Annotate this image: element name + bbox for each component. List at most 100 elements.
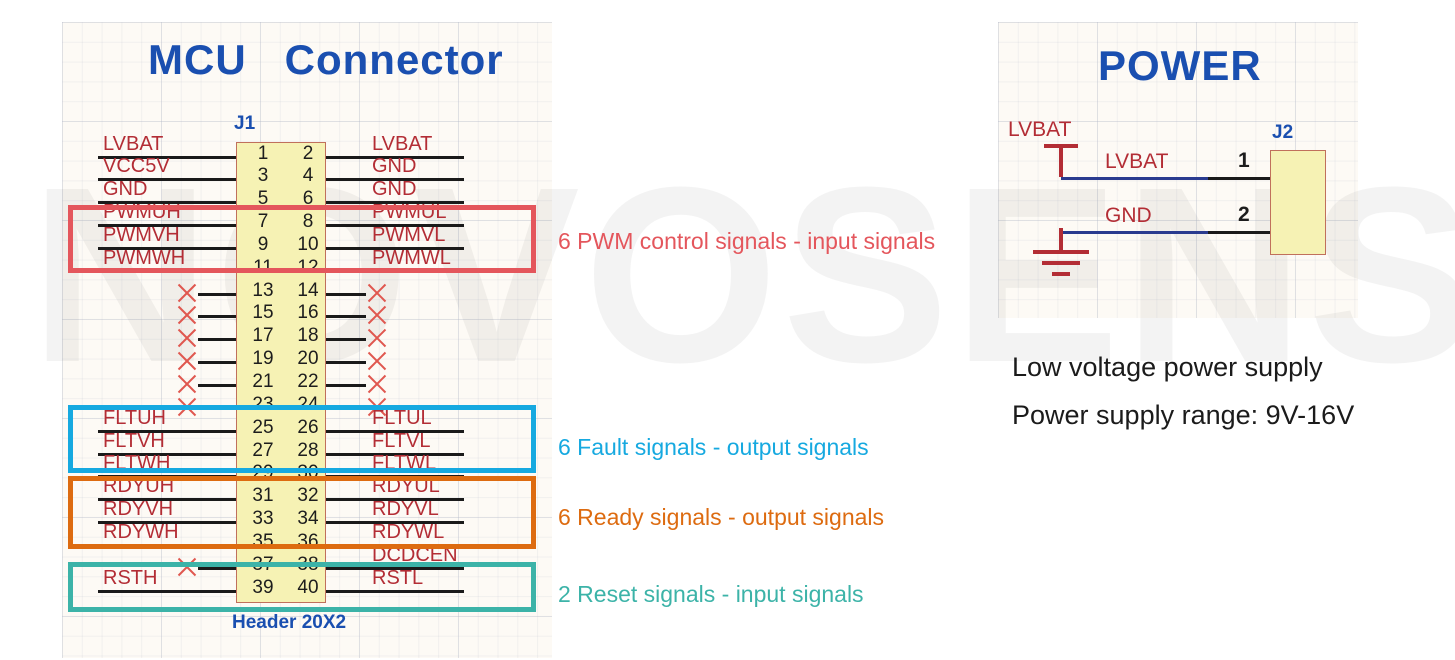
wire-pin-13 <box>198 292 236 296</box>
pin-number-25: 25 <box>252 416 274 438</box>
no-connect-x-icon-pin-17 <box>176 327 198 349</box>
wire-pin-4 <box>326 178 464 182</box>
no-connect-x-icon-pin-21 <box>176 373 198 395</box>
wire-pin-18 <box>326 338 366 342</box>
net-label-PWMWL: PWMWL <box>372 246 451 269</box>
pin-number-17: 17 <box>252 325 274 347</box>
no-connect-x-icon-pin-14 <box>366 282 388 304</box>
j2-pin-number-2: 2 <box>1238 203 1250 226</box>
wire-pin-7 <box>98 224 236 228</box>
net-label-DCDCEN: DCDCEN <box>372 543 458 566</box>
pin-number-40: 40 <box>297 576 319 598</box>
wire-pin-31 <box>98 498 236 502</box>
wire-pin-40 <box>326 589 464 593</box>
wire-pin-2 <box>326 155 464 159</box>
pin-number-10: 10 <box>297 233 319 255</box>
net-label-FLTVL: FLTVL <box>372 429 431 452</box>
pin-number-13: 13 <box>252 279 274 301</box>
signal-group-annotation-pwm: 6 PWM control signals - input signals <box>558 228 936 254</box>
j2-pin-number-1: 1 <box>1238 149 1250 172</box>
ground-symbol-icon <box>1033 228 1089 276</box>
no-connect-x-icon-pin-18 <box>366 327 388 349</box>
no-connect-x-icon-pin-15 <box>176 304 198 326</box>
pin-number-16: 16 <box>297 302 319 324</box>
pin-number-6: 6 <box>302 188 314 210</box>
pin-number-9: 9 <box>257 233 269 255</box>
pin-number-39: 39 <box>252 576 274 598</box>
wire-pin-22 <box>326 384 366 387</box>
pin-number-21: 21 <box>252 371 274 392</box>
net-label-GND: GND <box>372 178 417 201</box>
wire-pin-26 <box>326 429 464 433</box>
pin-number-7: 7 <box>257 211 269 233</box>
pin-number-15: 15 <box>252 302 274 324</box>
signal-group-box-ready <box>68 476 536 549</box>
wire-pin-15 <box>198 315 236 319</box>
wire-pin-1 <box>98 155 236 159</box>
pin-number-4: 4 <box>302 165 314 187</box>
j1-part-name-label: Header 20X2 <box>232 612 347 633</box>
signal-group-box-fault <box>68 405 536 473</box>
no-connect-x-icon-pin-22 <box>366 373 388 395</box>
power-description-line-2: Power supply range: 9V-16V <box>1012 400 1355 430</box>
pin-number-2: 2 <box>302 142 314 164</box>
net-label-RSTH: RSTH <box>103 566 158 589</box>
power-title: POWER <box>1098 42 1262 89</box>
pin-number-18: 18 <box>297 325 319 347</box>
net-label-FLTVH: FLTVH <box>103 429 165 452</box>
wire-pin-3 <box>98 178 236 182</box>
pin-number-5: 5 <box>257 188 269 210</box>
pin-number-27: 27 <box>252 439 274 461</box>
net-label-GND: GND <box>372 155 417 178</box>
pin-number-34: 34 <box>297 508 319 530</box>
wire-pin-14 <box>326 292 366 296</box>
wire-pin-27 <box>98 452 236 456</box>
pin-number-1: 1 <box>257 142 269 164</box>
wire-pin-5 <box>98 201 236 205</box>
wire-pin-32 <box>326 498 464 502</box>
power-wire-pin-1 <box>1208 177 1270 180</box>
pin-number-8: 8 <box>302 211 314 233</box>
net-label-RDYWL: RDYWL <box>372 520 445 543</box>
wire-pin-33 <box>98 521 236 525</box>
wire-pin-28 <box>326 452 464 456</box>
wire-pin-21 <box>198 384 236 387</box>
net-label-RDYVL: RDYVL <box>372 498 439 521</box>
power-net-label-LVBAT: LVBAT <box>1105 150 1169 173</box>
no-connect-x-icon-pin-20 <box>366 350 388 372</box>
j2-connector-body <box>1270 150 1326 255</box>
wire-pin-6 <box>326 201 464 205</box>
net-label-PWMVH: PWMVH <box>103 223 180 246</box>
j1-connector-body <box>236 142 326 603</box>
net-label-GND: GND <box>103 178 148 201</box>
power-net-label-GND: GND <box>1105 204 1152 227</box>
net-label-VCC5V: VCC5V <box>103 155 170 178</box>
wire-pin-39 <box>98 589 236 593</box>
no-connect-x-icon-pin-19 <box>176 350 198 372</box>
wire-pin-20 <box>326 361 366 365</box>
no-connect-x-icon-pin-13 <box>176 282 198 304</box>
lvbat-power-port-icon <box>1044 144 1078 177</box>
lvbat-port-label: LVBAT <box>1008 118 1072 141</box>
mcu-connector-title: MCU Connector <box>148 36 504 83</box>
net-label-FLTUH: FLTUH <box>103 406 166 429</box>
pin-number-14: 14 <box>297 279 319 301</box>
pin-number-26: 26 <box>297 416 319 438</box>
net-label-PWMWH: PWMWH <box>103 246 186 269</box>
net-label-LVBAT: LVBAT <box>103 132 164 155</box>
signal-group-box-pwm <box>68 205 536 273</box>
net-label-LVBAT: LVBAT <box>372 132 433 155</box>
signal-group-annotation-ready: 6 Ready signals - output signals <box>558 504 885 530</box>
j2-refdes-label: J2 <box>1272 122 1294 143</box>
signal-group-box-reset <box>68 562 536 612</box>
pin-number-22: 22 <box>297 371 319 392</box>
wire-pin-19 <box>198 361 236 365</box>
net-label-RDYVH: RDYVH <box>103 498 174 521</box>
net-label-PWMVL: PWMVL <box>372 223 446 246</box>
pin-number-20: 20 <box>297 348 319 370</box>
net-label-FLTUL: FLTUL <box>372 406 432 429</box>
pin-number-32: 32 <box>297 485 319 507</box>
no-connect-x-icon-pin-16 <box>366 304 388 326</box>
pin-number-19: 19 <box>252 348 274 370</box>
